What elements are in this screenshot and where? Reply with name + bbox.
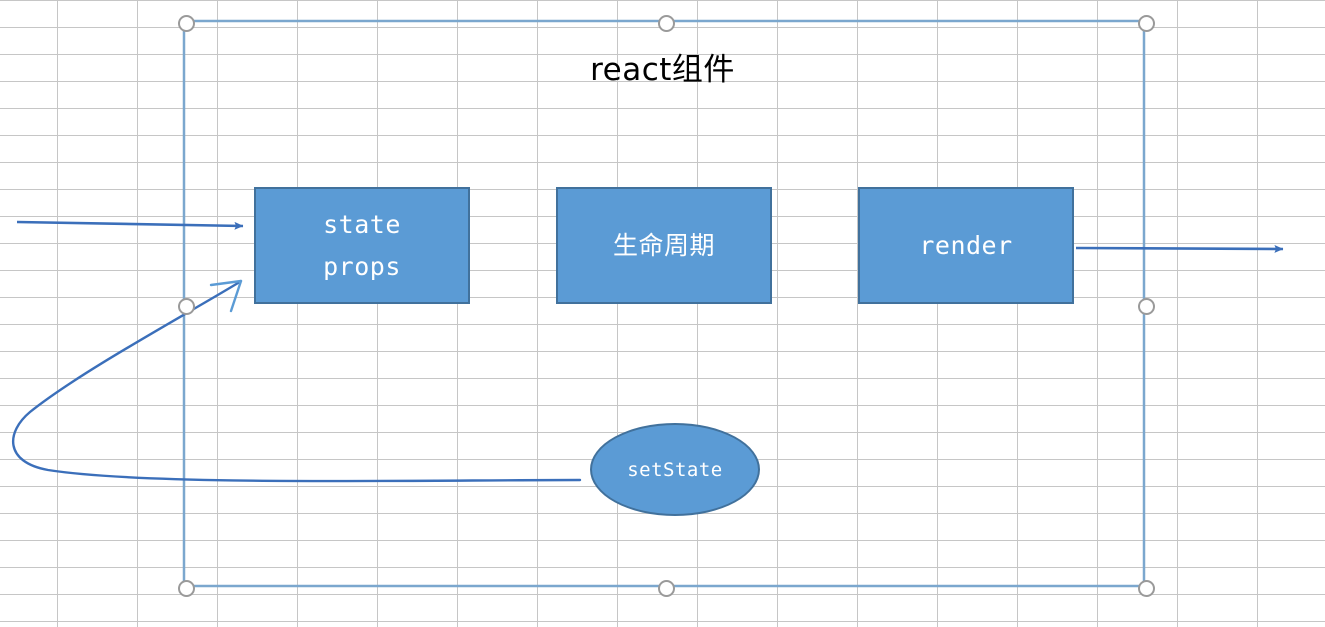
diagram-title-text: react组件	[590, 52, 735, 88]
handle-bottom-center[interactable]	[657, 579, 675, 597]
render-output-arrow[interactable]	[1075, 244, 1284, 253]
lifecycle-box-label: 生命周期	[612, 230, 715, 260]
state-props-box[interactable]: state props	[254, 187, 470, 304]
handle-top-right[interactable]	[1137, 14, 1155, 32]
handle-top-left[interactable]	[177, 14, 195, 32]
diagram-title: react组件	[0, 44, 1325, 89]
handle-top-center[interactable]	[657, 14, 675, 32]
handle-bottom-left[interactable]	[177, 579, 195, 597]
handle-middle-right[interactable]	[1137, 297, 1155, 315]
state-props-box-label-line1: state	[323, 209, 401, 239]
input-arrow[interactable]	[16, 220, 244, 230]
render-box-label: render	[919, 230, 1013, 260]
handle-bottom-right[interactable]	[1137, 579, 1155, 597]
setstate-feedback-arrow[interactable]	[11, 279, 582, 483]
handle-middle-left[interactable]	[177, 297, 195, 315]
lifecycle-box[interactable]: 生命周期	[556, 187, 772, 304]
render-box[interactable]: render	[858, 187, 1074, 304]
setstate-ellipse[interactable]: setState	[590, 423, 760, 516]
setstate-ellipse-label: setState	[627, 458, 723, 481]
state-props-box-label-line2: props	[323, 251, 401, 281]
